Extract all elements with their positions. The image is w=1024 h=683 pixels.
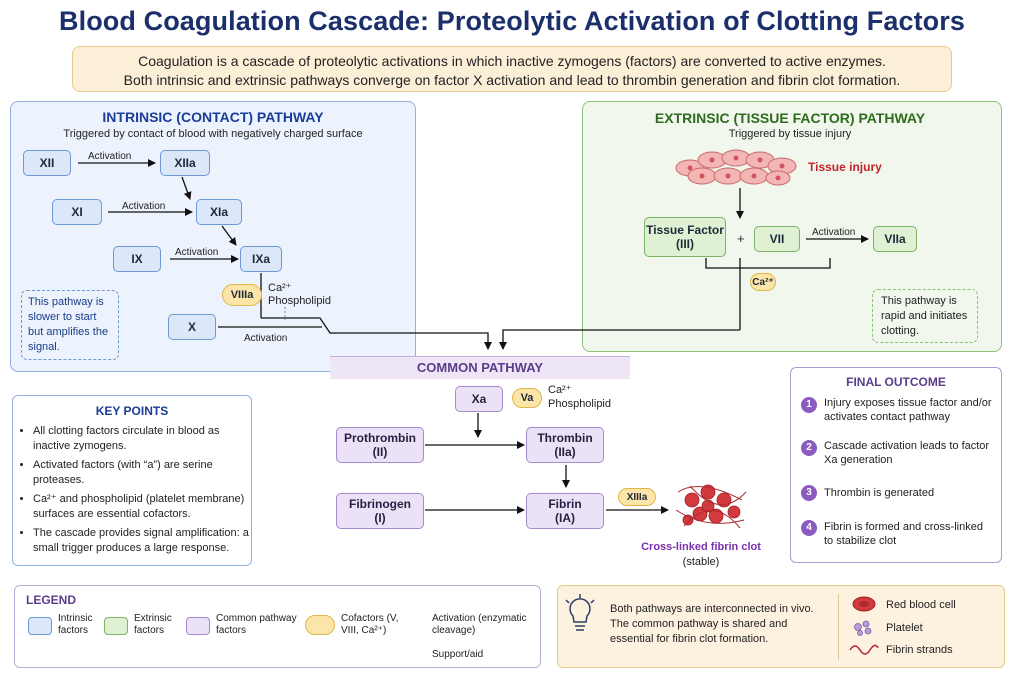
step-text: Thrombin is generated (824, 487, 935, 499)
legend-cofactor-label: Cofactors (V, VIII, Ca²⁺) (341, 613, 399, 636)
extrinsic-subtitle: Triggered by tissue injury (728, 128, 852, 140)
key-points-list: All clotting factors circulate in blood … (13, 424, 251, 556)
activation-label: Activation (122, 201, 166, 212)
legend-intrinsic-label: Intrinsic factors (58, 613, 93, 636)
info-divider (838, 594, 839, 660)
fibrin-strands-label: Fibrin strands (886, 644, 953, 656)
extrinsic-title: EXTRINSIC (TISSUE FACTOR) PATHWAY (654, 110, 926, 126)
factor-xi: XI (52, 199, 102, 225)
step-number: 3 (801, 485, 817, 501)
key-point: The cascade provides signal amplificatio… (33, 526, 251, 556)
fibrinogen-number: (I) (374, 511, 386, 525)
key-point: Ca²⁺ and phospholipid (platelet membrane… (33, 492, 251, 522)
step-text: Cascade activation leads to factor Xa ge… (824, 440, 990, 466)
prothrombin-name: Prothrombin (344, 431, 416, 445)
factor-xia: XIa (196, 199, 242, 225)
step-number: 4 (801, 520, 817, 536)
info-panel (557, 585, 1005, 668)
cofactor-ca: Ca²⁺ (548, 384, 572, 396)
factor-viia: VIIa (873, 226, 917, 252)
factor-xa: Xa (455, 386, 503, 412)
factor-xii: XII (23, 150, 71, 176)
tissue-factor-number: (III) (676, 237, 694, 251)
cofactor-ca: Ca²⁺ (268, 282, 292, 294)
legend-swatch-extrinsic (104, 617, 128, 635)
info-text: Both pathways are interconnected in vivo… (610, 603, 814, 645)
step-text: Injury exposes tissue factor and/or acti… (824, 397, 992, 423)
tissue-injury-label: Tissue injury (808, 160, 882, 174)
intrinsic-title: INTRINSIC (CONTACT) PATHWAY (102, 109, 324, 125)
intro-line-2: Both intrinsic and extrinsic pathways co… (123, 72, 901, 88)
tissue-factor-name: Tissue Factor (646, 223, 724, 237)
prothrombin-box: Prothrombin (II) (336, 427, 424, 463)
fibrinogen-name: Fibrinogen (349, 497, 411, 511)
activation-label: Activation (244, 333, 288, 344)
intro-line-1: Coagulation is a cascade of proteolytic … (138, 53, 886, 69)
cofactor-va: Va (512, 388, 542, 408)
fibrin-name: Fibrin (548, 497, 582, 511)
intrinsic-subtitle: Triggered by contact of blood with negat… (63, 128, 363, 140)
tissue-factor-box: Tissue Factor (III) (644, 217, 726, 257)
thrombin-box: Thrombin (IIa) (526, 427, 604, 463)
fibrinogen-box: Fibrinogen (I) (336, 493, 424, 529)
factor-x: X (168, 314, 216, 340)
legend-common-label: Common pathway factors (216, 613, 297, 636)
legend-support-label: Support/aid (432, 649, 484, 660)
cofactor-xiiia: XIIIa (618, 488, 656, 506)
clot-sublabel: (stable) (682, 556, 720, 568)
rbc-label: Red blood cell (886, 599, 956, 611)
clot-label: Cross-linked fibrin clot (641, 541, 761, 553)
cofactor-phospholipid: Phospholipid (268, 295, 331, 307)
factor-xiia: XIIa (160, 150, 210, 176)
legend-swatch-cofactor (305, 615, 335, 635)
factor-ixa: IXa (240, 246, 282, 272)
red-blood-cell-icon (852, 596, 876, 612)
platelet-label: Platelet (886, 622, 923, 634)
cofactor-ca: Ca²⁺ (750, 273, 776, 291)
legend-extrinsic-label: Extrinsic factors (134, 613, 172, 636)
key-point: Activated factors (with “a”) are serine … (33, 458, 251, 488)
factor-vii: VII (754, 226, 800, 252)
page-title: Blood Coagulation Cascade: Proteolytic A… (59, 6, 965, 36)
fibrin-box: Fibrin (IA) (526, 493, 604, 529)
fibrin-strand-icon (849, 644, 879, 655)
final-outcome-title: FINAL OUTCOME (846, 375, 946, 389)
factor-ix: IX (113, 246, 161, 272)
legend-swatch-intrinsic (28, 617, 52, 635)
step-text: Fibrin is formed and cross-linked to sta… (824, 521, 983, 547)
legend-activation-label: Activation (enzymatic cleavage) (432, 613, 527, 636)
prothrombin-number: (II) (372, 445, 388, 459)
cofactor-viiia: VIIIa (222, 284, 262, 306)
legend-panel (14, 585, 541, 668)
fibrin-number: (IA) (555, 511, 575, 525)
step-number: 1 (801, 397, 817, 413)
final-outcome-panel (790, 367, 1002, 563)
platelet-icon (854, 620, 872, 636)
legend-title: LEGEND (26, 593, 77, 607)
thrombin-name: Thrombin (537, 431, 593, 445)
activation-label: Activation (812, 227, 856, 238)
extrinsic-note: This pathway is rapid and initiates clot… (872, 289, 978, 343)
activation-label: Activation (88, 151, 132, 162)
intrinsic-note: This pathway is slower to start but ampl… (21, 290, 119, 360)
step-number: 2 (801, 440, 817, 456)
key-point: All clotting factors circulate in blood … (33, 424, 251, 454)
legend-swatch-common (186, 617, 210, 635)
intro-banner: Coagulation is a cascade of proteolytic … (72, 46, 952, 92)
activation-label: Activation (175, 247, 219, 258)
thrombin-number: (IIa) (554, 445, 576, 459)
cofactor-phospholipid: Phospholipid (548, 398, 611, 410)
plus-sign: + (737, 231, 745, 246)
common-pathway-title: COMMON PATHWAY (330, 356, 630, 379)
key-points-title: KEY POINTS (95, 404, 169, 418)
key-points-panel: KEY POINTS All clotting factors circulat… (12, 395, 252, 566)
